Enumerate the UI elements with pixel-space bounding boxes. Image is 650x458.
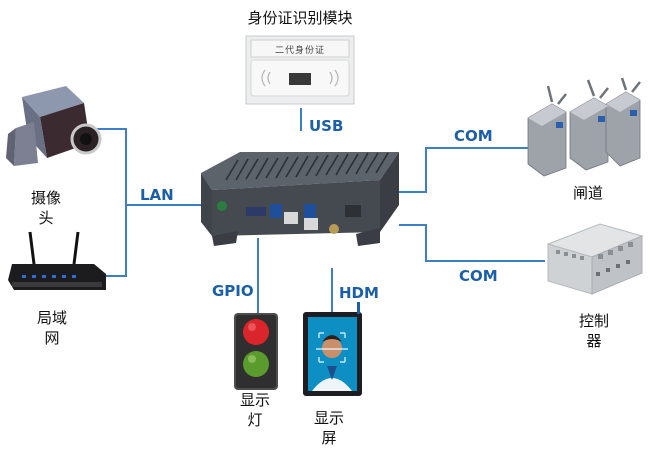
- usb-label: USB: [309, 117, 344, 135]
- display-light-label: 显示灯: [239, 391, 270, 429]
- lan-label: LAN: [140, 186, 174, 204]
- network-router: [8, 231, 106, 290]
- lan-bracket: [94, 128, 127, 277]
- com-top-connector: [399, 147, 540, 193]
- turnstile-gates: [527, 77, 641, 177]
- com-top-label: COM: [454, 127, 493, 145]
- id-card-text: 二代身份证: [274, 46, 325, 56]
- hdmi-label: HDM: [339, 284, 379, 302]
- com-bottom-connector: [399, 224, 545, 262]
- turnstile-label: 闸道: [572, 184, 603, 202]
- connector-lines: [94, 108, 545, 315]
- com-bottom-label: COM: [459, 267, 498, 285]
- controller-label: 控制器: [578, 312, 609, 350]
- camera-label: 摄像头: [30, 189, 61, 227]
- lan-network-label: 局域网: [36, 309, 67, 347]
- indicator-light: [234, 313, 278, 390]
- gpio-label: GPIO: [212, 282, 254, 300]
- display-screen-label: 显示屏: [313, 409, 344, 447]
- id-card-reader: [245, 35, 355, 105]
- surveillance-camera: [6, 86, 102, 166]
- controller-unit: [546, 223, 644, 295]
- industrial-pc: [201, 152, 399, 246]
- display-screen: [303, 302, 362, 396]
- id-reader-title: 身份证识别模块: [247, 9, 353, 27]
